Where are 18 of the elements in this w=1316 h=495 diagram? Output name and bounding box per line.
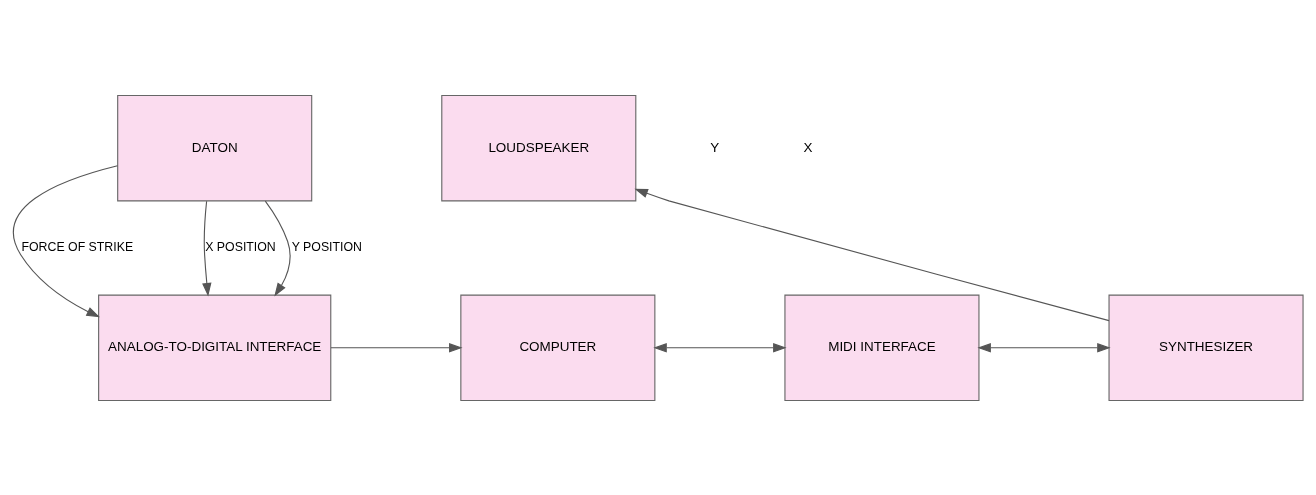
arrow xyxy=(12,164,119,317)
arrow xyxy=(202,200,212,296)
arrow xyxy=(264,200,291,296)
label: Y xyxy=(710,139,720,155)
arrow xyxy=(634,188,1110,321)
arrow xyxy=(330,342,463,352)
node-box: MIDI INTERFACE xyxy=(784,294,980,401)
node-box: ANALOG-TO-DIGITAL INTERFACE xyxy=(98,294,332,401)
node-box: DATON xyxy=(117,94,313,201)
node-box: COMPUTER xyxy=(460,294,656,401)
arrow xyxy=(653,342,787,352)
label: X xyxy=(803,139,813,155)
edge-label: X POSITION xyxy=(205,239,276,254)
edge-label: FORCE OF STRIKE xyxy=(21,239,134,254)
edge-label: Y POSITION xyxy=(291,239,363,254)
arrow xyxy=(977,342,1111,352)
node-box: LOUDSPEAKER xyxy=(441,94,637,201)
node-box: SYNTHESIZER xyxy=(1108,294,1304,401)
